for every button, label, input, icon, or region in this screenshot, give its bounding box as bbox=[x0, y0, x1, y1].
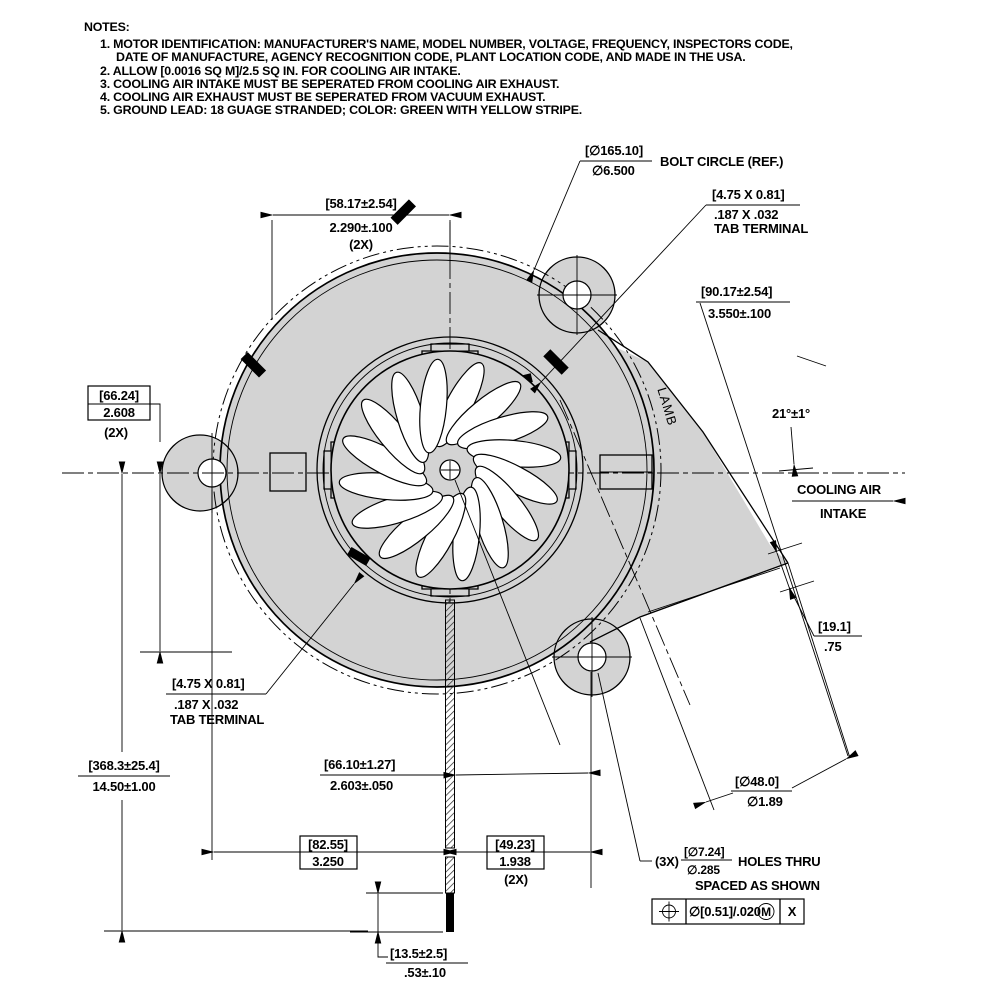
dim-strip-length: [13.5±2.5] .53±.10 bbox=[350, 881, 468, 980]
dim-tab-left-metric: [4.75 X 0.81] bbox=[172, 676, 245, 691]
dim-duct-lip-inch: .75 bbox=[824, 639, 841, 654]
dim-top-width-inch: 2.290±.100 bbox=[330, 220, 393, 235]
fcf-datum: X bbox=[788, 904, 797, 919]
dim-side-height-qty: (2X) bbox=[104, 425, 128, 440]
dim-top-width: [58.17±2.54] 2.290±.100 (2X) bbox=[260, 196, 462, 320]
motor-shroud-inner bbox=[322, 342, 578, 598]
dim-hole-left-offset: [82.55] 3.250 bbox=[201, 490, 457, 870]
impeller bbox=[330, 350, 570, 590]
dim-tab-top-metric: [4.75 X 0.81] bbox=[712, 187, 785, 202]
dim-hole-left-metric: [82.55] bbox=[308, 837, 348, 852]
dim-hole-right-offset: [49.23] 1.938 (2X) bbox=[443, 672, 603, 888]
construction-lines bbox=[454, 302, 851, 811]
note-line-1: 1. MOTOR IDENTIFICATION: MANUFACTURER'S … bbox=[100, 37, 793, 51]
dim-bolt-circle-inch: ∅6.500 bbox=[592, 163, 635, 178]
notes-title: NOTES: bbox=[84, 20, 130, 34]
dim-strip-inch: .53±.10 bbox=[404, 965, 446, 980]
dim-hole-left-inch: 3.250 bbox=[312, 854, 344, 869]
fcf-tolerance: ∅[0.51]/.020 bbox=[689, 904, 761, 919]
dim-duct-lip: [19.1] .75 bbox=[767, 540, 862, 654]
note-line-5: 5. GROUND LEAD: 18 GUAGE STRANDED; COLOR… bbox=[100, 103, 582, 117]
dim-hole-right-qty: (2X) bbox=[504, 872, 528, 887]
notes-block: NOTES: 1. MOTOR IDENTIFICATION: MANUFACT… bbox=[84, 20, 793, 117]
dim-top-width-metric: [58.17±2.54] bbox=[325, 196, 396, 211]
mount-holes-qty: (3X) bbox=[655, 854, 679, 869]
dim-tab-left-inch: .187 X .032 bbox=[174, 697, 238, 712]
dim-strip-metric: [13.5±2.5] bbox=[390, 946, 447, 961]
dim-intake-angle: 21°±1° bbox=[772, 355, 827, 477]
dim-lead-offset-metric: [66.10±1.27] bbox=[324, 757, 395, 772]
note-line-3: 3. COOLING AIR INTAKE MUST BE SEPERATED … bbox=[100, 77, 559, 91]
impeller-petals bbox=[338, 358, 562, 582]
dim-bolt-circle-metric: [∅165.10] bbox=[585, 143, 643, 158]
position-tolerance-icon bbox=[659, 901, 679, 922]
dim-duct-lip-metric: [19.1] bbox=[818, 619, 851, 634]
dim-intake-dia: [∅48.0] ∅1.89 bbox=[693, 750, 859, 810]
dim-duct-length-inch: 3.550±.100 bbox=[708, 306, 771, 321]
dim-side-height-inch: 2.608 bbox=[103, 405, 135, 420]
dim-lead-length-inch: 14.50±1.00 bbox=[93, 779, 156, 794]
dim-intake-dia-inch: ∅1.89 bbox=[747, 794, 783, 809]
note-line-4: 4. COOLING AIR EXHAUST MUST BE SEPERATED… bbox=[100, 90, 545, 104]
dim-tab-terminal-left: [4.75 X 0.81] .187 X .032 TAB TERMINAL bbox=[166, 572, 365, 727]
duct-edge-right bbox=[597, 329, 789, 564]
dim-lead-length: [368.3±25.4] 14.50±1.00 bbox=[78, 461, 368, 943]
note-line-1b: DATE OF MANUFACTURE, AGENCY RECOGNITION … bbox=[116, 50, 745, 64]
dim-intake-angle-value: 21°±1° bbox=[772, 406, 810, 421]
dim-intake-dia-metric: [∅48.0] bbox=[735, 774, 779, 789]
dim-lead-offset: [66.10±1.27] 2.603±.050 bbox=[320, 757, 601, 793]
dim-bolt-circle-label: BOLT CIRCLE (REF.) bbox=[660, 154, 783, 169]
tab-block-left bbox=[270, 453, 306, 491]
dim-tab-left-label: TAB TERMINAL bbox=[170, 712, 264, 727]
dim-hole-right-metric: [49.23] bbox=[495, 837, 535, 852]
ground-lead-wire bbox=[445, 599, 455, 932]
motor-assembly bbox=[240, 199, 584, 604]
mount-holes-metric: [∅7.24] bbox=[684, 845, 725, 859]
cooling-air-intake-note: COOLING AIR INTAKE bbox=[792, 482, 906, 521]
dim-tab-top-label: TAB TERMINAL bbox=[714, 221, 808, 236]
fcf-modifier: M bbox=[761, 905, 771, 919]
duct-end-face bbox=[589, 562, 789, 643]
dim-duct-length: [90.17±2.54] 3.550±.100 bbox=[696, 284, 790, 321]
dim-lead-length-metric: [368.3±25.4] bbox=[88, 758, 159, 773]
dim-lead-offset-inch: 2.603±.050 bbox=[330, 778, 393, 793]
dim-hole-right-inch: 1.938 bbox=[499, 854, 531, 869]
dim-top-width-qty: (2X) bbox=[349, 237, 373, 252]
mount-holes-label1: HOLES THRU bbox=[738, 854, 821, 869]
dim-tab-top-inch: .187 X .032 bbox=[714, 207, 778, 222]
dim-duct-length-metric: [90.17±2.54] bbox=[701, 284, 772, 299]
dim-side-height: [66.24] 2.608 (2X) bbox=[87, 385, 232, 664]
exhaust-duct bbox=[540, 322, 788, 642]
dim-side-height-metric: [66.24] bbox=[99, 388, 139, 403]
mmc-modifier-icon: M bbox=[757, 903, 775, 920]
dim-tab-terminal-top: [4.75 X 0.81] .187 X .032 TAB TERMINAL bbox=[530, 187, 809, 394]
dim-bolt-circle: [∅165.10] ∅6.500 BOLT CIRCLE (REF.) bbox=[526, 143, 783, 283]
note-line-2: 2. ALLOW [0.0016 SQ M]/2.5 SQ IN. FOR CO… bbox=[100, 64, 461, 78]
mount-holes-label2: SPACED AS SHOWN bbox=[695, 878, 820, 893]
mount-holes-note: (3X) [∅7.24] ∅.285 HOLES THRU SPACED AS … bbox=[597, 672, 821, 893]
duct-lip-line bbox=[647, 567, 781, 613]
feature-control-frame: ∅[0.51]/.020 M X bbox=[651, 898, 805, 925]
cooling-air-line1: COOLING AIR bbox=[797, 482, 882, 497]
lead-stripped-tip bbox=[446, 893, 454, 932]
cooling-air-line2: INTAKE bbox=[820, 506, 867, 521]
mount-holes-inch: ∅.285 bbox=[687, 863, 720, 877]
